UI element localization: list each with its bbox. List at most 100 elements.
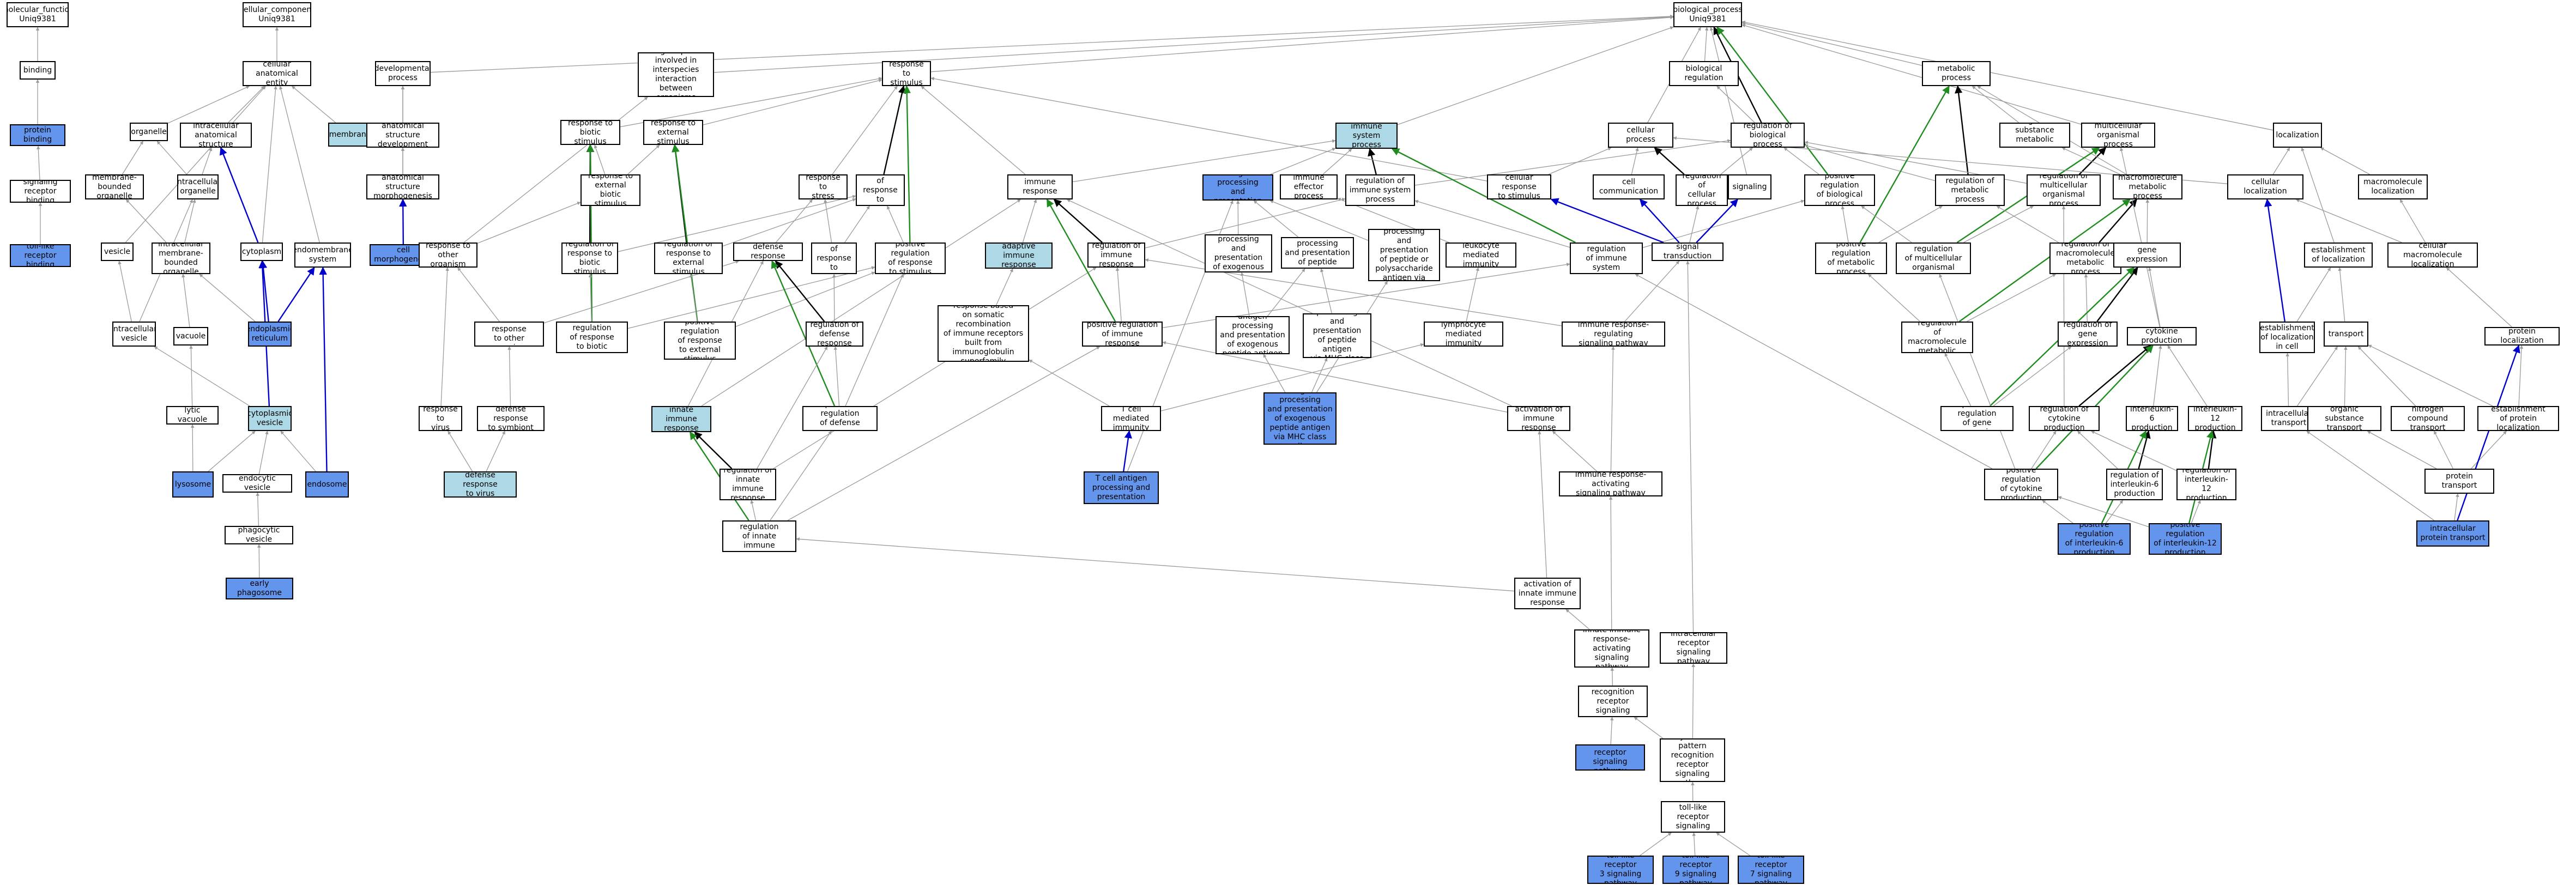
term-node-prmop[interactable]: positive regulation of multicellular org… <box>1896 243 1971 274</box>
term-node-drv[interactable]: defense response to virus <box>444 471 517 498</box>
term-node-risp[interactable]: regulation of immune system process <box>1345 174 1415 206</box>
term-node-irrsp[interactable]: immune response-regulating signaling pat… <box>1562 322 1665 347</box>
term-node-ostrans[interactable]: organic substance transport <box>2307 406 2381 431</box>
term-node-prdr[interactable]: positive regulation of defense response <box>802 406 878 431</box>
term-node-rres[interactable]: regulation of response to external stimu… <box>654 243 723 274</box>
term-node-tlrb[interactable]: toll-like receptor binding <box>10 244 71 267</box>
term-node-irasp[interactable]: immune response-activating signaling pat… <box>1559 471 1662 496</box>
term-node-ril12[interactable]: regulation of interleukin-12 production <box>2176 469 2236 500</box>
term-node-transport[interactable]: transport <box>2324 322 2368 347</box>
term-node-membrane[interactable]: membrane <box>328 123 372 147</box>
term-node-isp[interactable]: immune system process <box>1335 123 1398 149</box>
term-node-cytovesicle[interactable]: cytoplasmic vesicle <box>248 406 292 431</box>
term-node-binding[interactable]: binding <box>20 61 56 80</box>
term-node-il12[interactable]: interleukin-12 production <box>2188 406 2242 431</box>
term-node-iirasp[interactable]: innate immune response-activating signal… <box>1574 629 1649 668</box>
term-node-apexo[interactable]: antigen processing and presentation of e… <box>1205 234 1272 272</box>
term-node-tlr3[interactable]: toll-like receptor 3 signaling pathway <box>1587 856 1654 884</box>
term-node-er[interactable]: endoplasmic reticulum <box>248 322 292 347</box>
term-node-estloc[interactable]: establishment of localization <box>2304 243 2373 268</box>
term-node-mbo[interactable]: membrane-bounded organelle <box>85 174 144 199</box>
term-node-crts[interactable]: cellular response to stimulus <box>1487 174 1551 199</box>
term-node-dfo[interactable]: defense response to other organism <box>474 322 544 347</box>
term-node-prge[interactable]: positive regulation of gene expression <box>1940 406 2013 431</box>
term-node-ias[interactable]: intracellular anatomical structure <box>180 123 252 148</box>
term-node-asd[interactable]: anatomical structure development <box>366 123 439 148</box>
term-node-biolreg[interactable]: biological regulation <box>1669 61 1739 86</box>
term-node-celllocal[interactable]: cellular localization <box>2227 174 2303 199</box>
term-node-ivesicle[interactable]: intracellular vesicle <box>112 322 156 347</box>
term-node-early[interactable]: early phagosome <box>226 578 293 599</box>
term-node-ril6[interactable]: regulation of interleukin-6 production <box>2106 469 2163 500</box>
term-node-protloc[interactable]: protein localization <box>2484 327 2560 345</box>
term-node-dts[interactable]: defense response to symbiont <box>477 406 545 431</box>
term-node-rebs[interactable]: response to external biotic stimulus <box>580 174 640 206</box>
term-node-rbs[interactable]: response to biotic stimulus <box>560 120 620 145</box>
term-node-apmhc2[interactable]: antigen processing and presentation of p… <box>1368 229 1440 281</box>
term-node-devproc[interactable]: developmental process <box>375 61 431 86</box>
term-node-multi[interactable]: multicellular organismal process <box>2081 123 2155 148</box>
term-node-icprot[interactable]: intracellular protein transport <box>2416 520 2489 547</box>
term-node-prmp[interactable]: positive regulation of metabolic process <box>1815 243 1887 274</box>
term-node-mf[interactable]: molecular_function Uniq9381 <box>7 2 69 27</box>
term-node-cytprod[interactable]: cytokine production <box>2127 327 2197 345</box>
term-node-tlrsp[interactable]: toll-like receptor signaling pathway <box>1575 744 1645 771</box>
term-node-rmp[interactable]: regulation of metabolic process <box>1935 174 2005 206</box>
term-node-osmp[interactable]: organic substance metabolic process <box>1999 123 2070 148</box>
term-node-imbo[interactable]: intracellular membrane-bounded organelle <box>152 243 210 274</box>
term-node-asm[interactable]: anatomical structure morphogenesis <box>366 174 439 199</box>
term-node-sigtrans[interactable]: signal transduction <box>1652 243 1724 261</box>
term-node-lytic[interactable]: lytic vacuole <box>166 406 219 425</box>
term-node-cellproc[interactable]: cellular process <box>1608 123 1673 148</box>
term-node-irsp[interactable]: intracellular receptor signaling pathway <box>1660 632 1727 664</box>
term-node-tcmi[interactable]: T cell mediated immunity <box>1101 406 1161 431</box>
term-node-io[interactable]: intracellular organelle <box>177 174 219 199</box>
term-node-prrts[interactable]: positive regulation of response to stimu… <box>875 243 946 274</box>
term-node-defresp[interactable]: defense response <box>733 243 803 261</box>
term-node-rtoo[interactable]: response to other organism <box>419 243 477 268</box>
term-node-tlr7[interactable]: toll-like receptor 7 signaling pathway <box>1738 856 1804 884</box>
term-node-prrbs[interactable]: positive regulation of response to bioti… <box>556 322 628 353</box>
term-node-actimm[interactable]: activation of immune response <box>1507 406 1570 431</box>
term-node-rge[interactable]: regulation of gene expression <box>2058 322 2118 347</box>
term-node-ieproc[interactable]: immune effector process <box>1280 174 1338 199</box>
term-node-tcap[interactable]: T cell antigen processing and presentati… <box>1084 471 1159 504</box>
term-node-estprot[interactable]: establishment of protein localization <box>2477 406 2559 431</box>
term-node-local[interactable]: localization <box>2273 123 2322 148</box>
term-node-res[interactable]: response to external stimulus <box>643 120 703 145</box>
term-node-adaptive[interactable]: adaptive immune response <box>985 243 1053 269</box>
term-node-pril6[interactable]: positive regulation of interleukin-6 pro… <box>2058 523 2131 555</box>
term-node-geneexp[interactable]: gene expression <box>2113 243 2181 268</box>
term-node-prcyt[interactable]: positive regulation of cytokine producti… <box>1984 469 2058 500</box>
term-node-aircomb[interactable]: adaptive immune response based on somati… <box>938 305 1029 362</box>
term-node-rrstress[interactable]: regulation of response to stress <box>811 243 857 274</box>
term-node-il6[interactable]: interleukin-6 production <box>2126 406 2178 431</box>
term-node-rimmresp[interactable]: regulation of immune response <box>1087 243 1145 268</box>
term-node-protein_binding[interactable]: protein binding <box>10 124 65 146</box>
term-node-prbp[interactable]: positive regulation of biological proces… <box>1804 174 1875 206</box>
term-node-priir[interactable]: positive regulation of innate immune res… <box>722 520 796 552</box>
term-node-rbp[interactable]: regulation of biological process <box>1731 123 1805 148</box>
term-node-rrbs[interactable]: regulation of response to biotic stimulu… <box>561 243 618 274</box>
term-node-actinnate[interactable]: activation of innate immune response <box>1514 578 1581 609</box>
term-node-leuko[interactable]: leukocyte mediated immunity <box>1446 243 1516 268</box>
term-node-lysosome[interactable]: lysosome <box>172 471 214 498</box>
term-node-vacuole[interactable]: vacuole <box>173 327 208 345</box>
term-node-rmmp[interactable]: regulation of macromolecule metabolic pr… <box>2049 243 2121 274</box>
term-node-riir[interactable]: regulation of innate immune response <box>719 469 776 500</box>
term-node-prmmp[interactable]: positive regulation of macromolecule met… <box>1901 322 1973 353</box>
term-node-apap[interactable]: antigen processing and presentation <box>1202 174 1273 201</box>
term-node-rdr[interactable]: regulation of defense response <box>806 322 863 347</box>
term-node-pril12[interactable]: positive regulation of interleukin-12 pr… <box>2149 523 2222 555</box>
term-node-rcp[interactable]: regulation of cellular process <box>1676 174 1728 206</box>
term-node-cmacroloc[interactable]: cellular macromolecule localization <box>2387 243 2478 268</box>
term-node-innate[interactable]: innate immune response <box>651 406 711 432</box>
term-node-prres[interactable]: positive regulation of response to exter… <box>664 322 736 360</box>
term-node-macrolocal[interactable]: macromolecule localization <box>2358 174 2428 199</box>
term-node-endomem[interactable]: endomembrane system <box>294 243 351 268</box>
term-node-srb[interactable]: signaling receptor binding <box>10 180 71 203</box>
term-node-appepmhc[interactable]: antigen processing and presentation of p… <box>1303 313 1371 358</box>
term-node-cellcomm[interactable]: cell communication <box>1593 174 1665 199</box>
term-node-tlr9[interactable]: toll-like receptor 9 signaling pathway <box>1662 856 1729 884</box>
term-node-prisp[interactable]: positive regulation of immune system pro… <box>1570 243 1643 274</box>
